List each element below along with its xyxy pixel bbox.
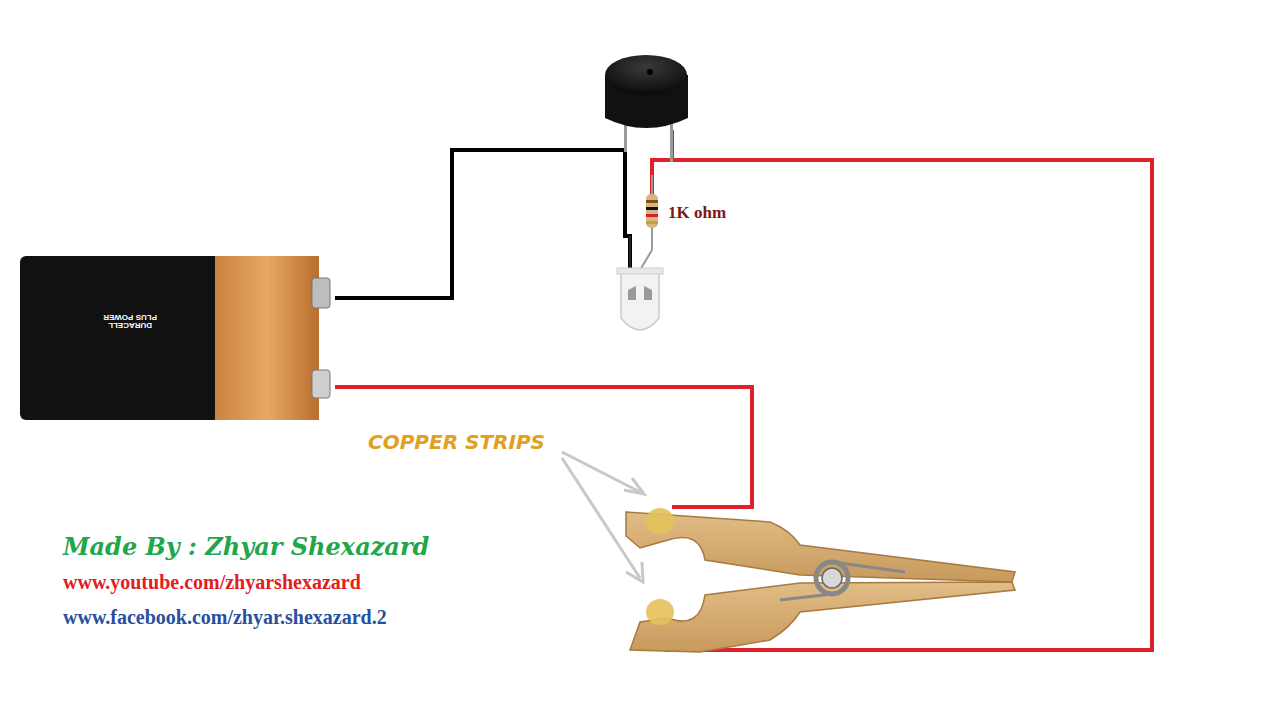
part-label: COPPER STRIPS [368,430,545,454]
brand-subtext: PLUS POWER [40,312,220,320]
red-wire [652,160,672,195]
battery-print: DURACELLPLUS POWER [40,312,220,329]
led-symbol [617,236,663,330]
brand-text: DURACELL [40,320,220,328]
black-wire [335,150,630,298]
leader-arrow [562,452,644,582]
buzzer-symbol [605,55,688,162]
battery-symbol [20,256,330,420]
credit-note: Made By : Zhyar Shexazard [63,532,429,561]
link-note: www.facebook.com/zhyar.shexazard.2 [63,606,387,629]
resistor-symbol [640,175,658,270]
link-note: www.youtube.com/zhyarshexazard [63,571,361,594]
red-wire [335,387,752,507]
clothespin-symbol [626,508,1015,652]
resistor-value: 1K ohm [668,203,726,223]
